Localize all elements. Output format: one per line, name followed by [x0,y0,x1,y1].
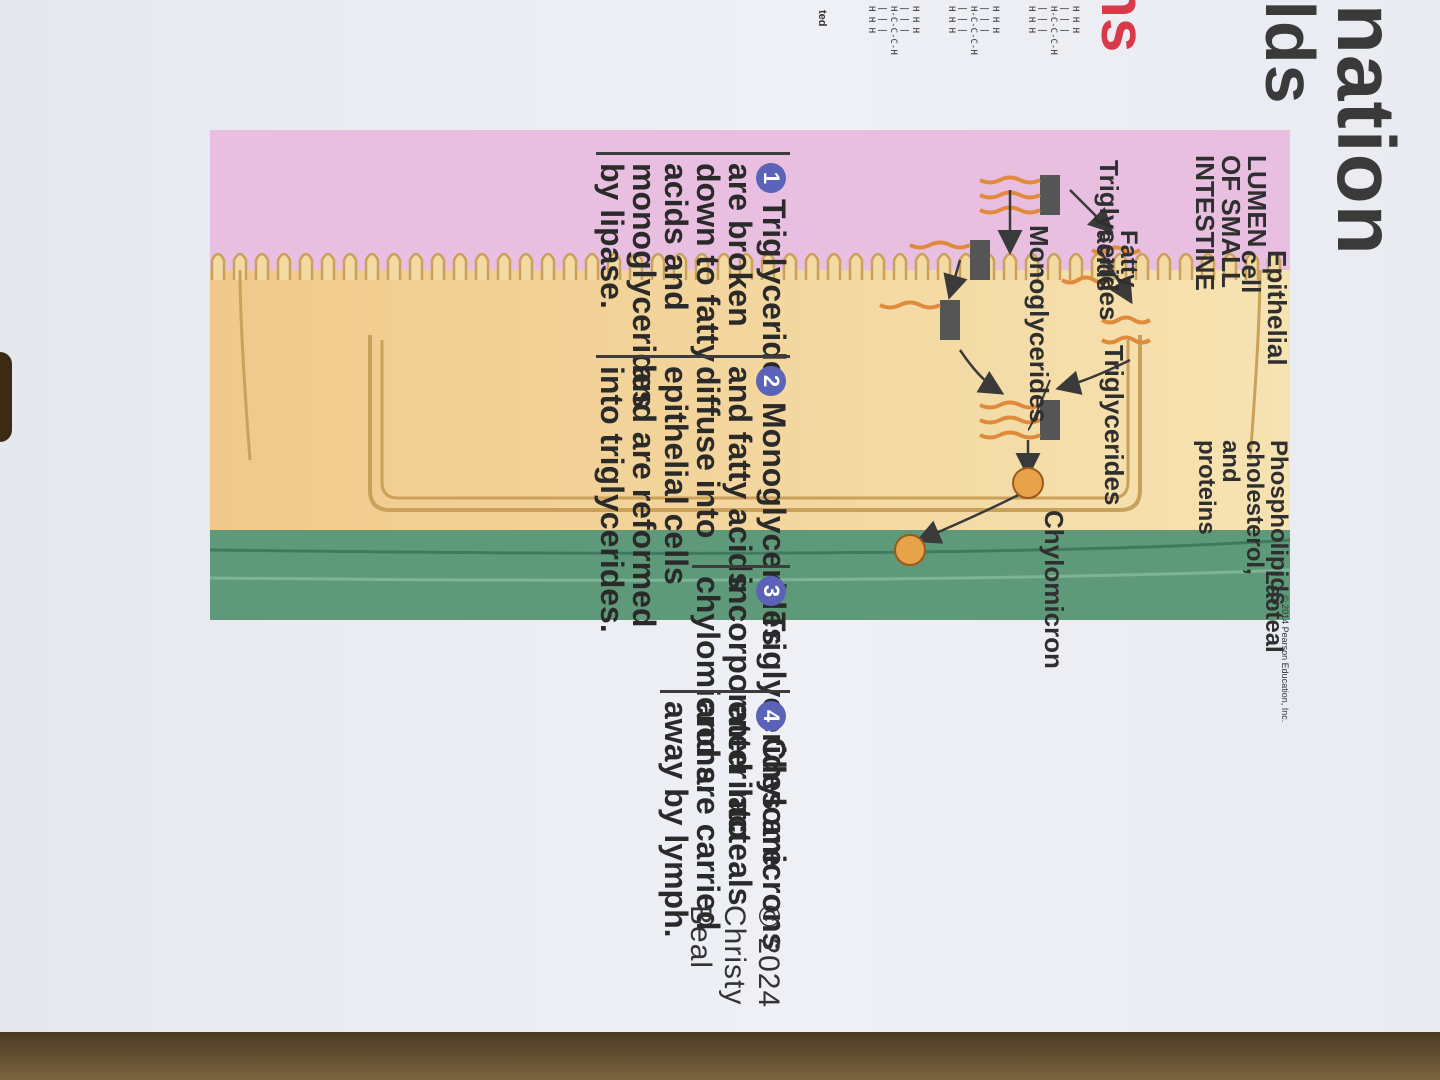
fatty-acids-cell [1100,315,1152,345]
microvillus [276,252,292,280]
microvillus [1134,252,1150,280]
membrane-bottom [238,269,252,461]
footer-copyright: © 2024 Christy Beal [684,905,785,1009]
small-fragment: ted [816,10,828,27]
microvillus [1156,252,1172,280]
triglyceride-cell [979,400,1060,440]
arrow-phospho-join [1027,379,1051,431]
microvillus [1178,252,1194,280]
dark-object [0,352,12,442]
microvillus [496,252,512,280]
microvillus [650,252,666,280]
microvillus [430,252,446,280]
microvillus [320,252,336,280]
microvillus [936,252,952,280]
microvillus [826,252,842,280]
microvillus [892,252,908,280]
microvillus [1068,252,1084,280]
membrane-top [1248,269,1262,461]
cell-membrane [368,335,1142,512]
slide-subtitle: ilds [1251,0,1329,105]
microvillus [672,252,688,280]
arrow-mono-into-cell [943,259,968,300]
microvillus [540,252,556,280]
monoglyceride-cell [879,300,960,340]
microvillus [584,252,600,280]
microvillus [1046,252,1062,280]
microvillus [254,252,270,280]
microvillus [914,252,930,280]
microvillus [694,252,710,280]
rotated-page: ination ilds ns ted H H H | | | H-C-C-C-… [209,0,1411,1009]
step-2-badge: 2 [756,366,787,396]
microvillus [1024,252,1040,280]
monoglyceride-lumen [909,240,990,280]
table-edge [0,1032,1440,1080]
microvillus [386,252,402,280]
label-chylomicron: Chylomicron [1039,510,1069,669]
microvillus [848,252,864,280]
arrow-to-fatty-acids [1069,189,1114,234]
microvillus [760,252,776,280]
microvillus [474,252,490,280]
microvillus [232,252,248,280]
chylomicron-cell [1012,467,1044,499]
microvillus [210,252,226,280]
formula-2: H H H | | | H-C-C-C-H | | | H H H [946,6,1000,55]
microvillus [782,252,798,280]
label-fatty-acids: Fatty acids [1091,230,1142,292]
microvillus [1200,252,1216,280]
microvillus [1112,252,1128,280]
arrow-mono-to-tri [958,349,1005,395]
microvillus [562,252,578,280]
microvillus [628,252,644,280]
microvillus [606,252,622,280]
absorption-diagram [209,130,1290,620]
microvillus [716,252,732,280]
step-1-badge: 1 [756,163,787,193]
microvillus [804,252,820,280]
figure-credit: © 2014 Pearson Education, Inc. [1280,595,1290,723]
microvillus [342,252,358,280]
microvillus [1222,252,1238,280]
microvillus [408,252,424,280]
label-triglycerides-mid: Triglycerides [1099,345,1129,506]
microvillus [298,252,314,280]
chylomicron-lacteal [894,534,926,566]
microvillus [870,252,886,280]
microvillus [1002,252,1018,280]
microvillus [738,252,754,280]
microvillus [364,252,380,280]
label-epithelial: Epithelial cell [1236,250,1292,366]
formula-1: H H H | | | H-C-C-C-H | | | H H H [1026,6,1080,55]
microvillus [1266,252,1282,280]
fatty-acids-lumen [1060,245,1142,285]
formula-3: H H H | | | H-C-C-C-H | | | H H H [866,6,920,55]
step-4-badge: 4 [756,701,787,731]
microvillus [518,252,534,280]
microvillus [1244,252,1260,280]
arrow-fatty-into-cell [1098,249,1133,305]
microvilli [210,252,1282,280]
cell-membrane-inner [380,340,1130,500]
microvillus [452,252,468,280]
slide-title: ination [1320,0,1411,256]
arrow-fatty-to-tri [1055,358,1131,395]
lacteal-fold-1 [209,538,1290,555]
label-monoglycerides: Monoglycerides [1024,225,1054,423]
step-3-badge: 3 [756,576,787,606]
slide-red-heading: ns [1088,0,1157,53]
lacteal-fold-2 [209,568,1290,582]
